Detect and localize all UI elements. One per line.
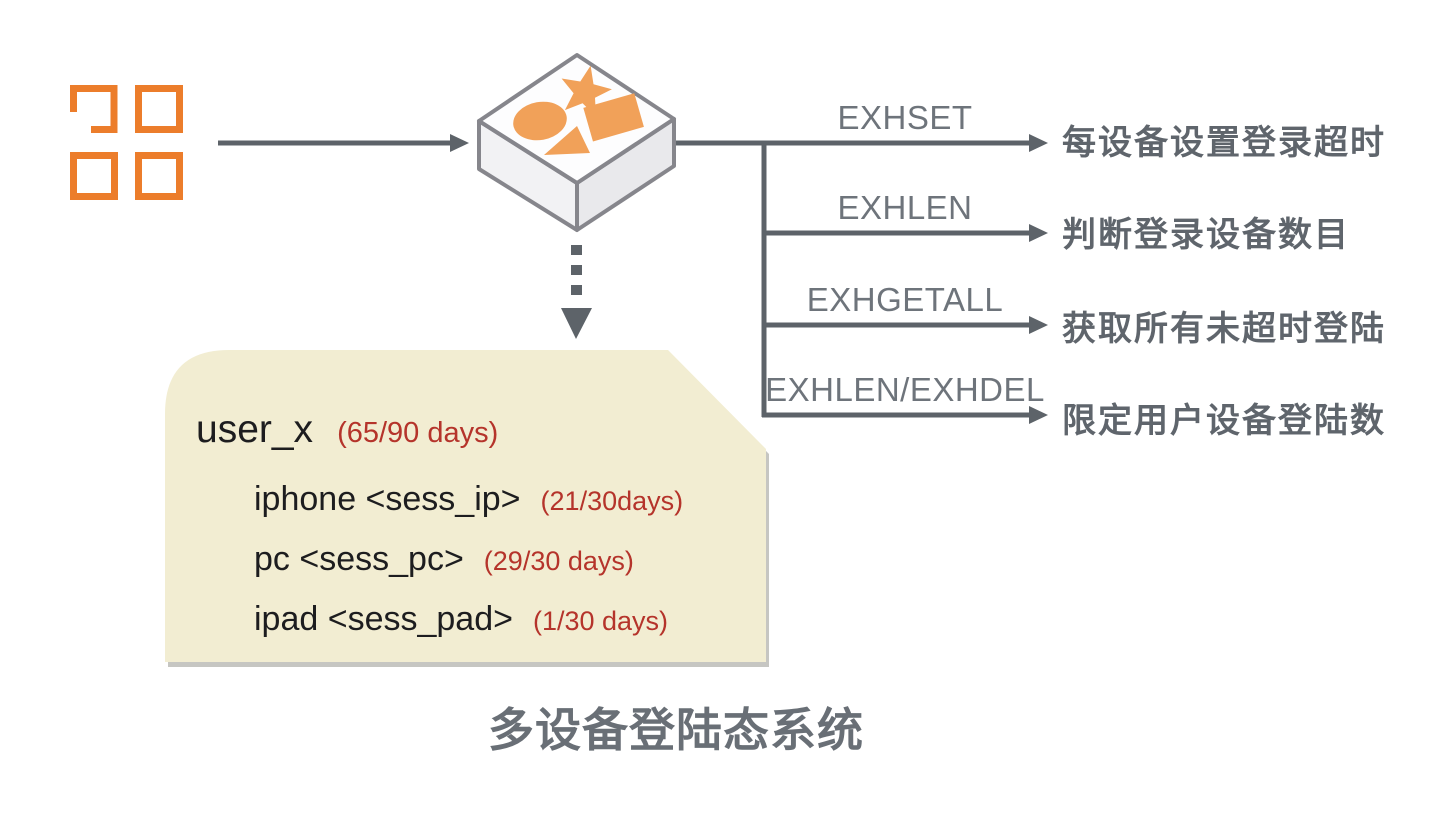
diagram-title: 多设备登陆态系统: [488, 704, 864, 756]
app-grid-icon: [70, 85, 183, 200]
note-key-line: user_x (65/90 days): [196, 408, 498, 452]
session-note: user_x (65/90 days) iphone <sess_ip> (21…: [165, 350, 766, 662]
arrow-source-to-box-icon: [218, 134, 469, 152]
dashed-arrow-icon: [561, 245, 592, 339]
hash-field: pc <sess_pc>: [254, 540, 464, 578]
branch-line-1: [676, 134, 1048, 152]
branch-description-3: 获取所有未超时登陆: [1062, 310, 1386, 348]
branch-description-4: 限定用户设备登陆数: [1062, 402, 1386, 440]
note-field-line: iphone <sess_ip> (21/30days): [254, 480, 683, 519]
hash-key-ttl: (65/90 days): [337, 417, 499, 449]
branch-command-2: EXHLEN: [837, 189, 973, 226]
module-shapes: [513, 65, 644, 155]
hash-field: iphone <sess_ip>: [254, 480, 521, 518]
branch-description-1: 每设备设置登录超时: [1062, 124, 1386, 162]
branch-command-4: EXHLEN/EXHDEL: [765, 371, 1045, 408]
redis-module-box-icon: [477, 53, 676, 232]
hash-field-ttl: (21/30days): [540, 486, 684, 516]
branch-line-2: [762, 224, 1048, 242]
branch-line-4: [762, 406, 1048, 424]
branch-line-3: [762, 316, 1048, 334]
branch-command-3: EXHGETALL: [806, 281, 1004, 318]
hash-key: user_x: [196, 408, 314, 451]
hash-field-ttl: (29/30 days): [483, 546, 634, 576]
note-field-line: pc <sess_pc> (29/30 days): [254, 540, 634, 579]
branch-description-2: 判断登录设备数目: [1062, 216, 1350, 254]
branch-command-1: EXHSET: [837, 99, 973, 136]
note-field-line: ipad <sess_pad> (1/30 days): [254, 600, 668, 639]
hash-field-ttl: (1/30 days): [532, 606, 669, 636]
hash-field: ipad <sess_pad>: [254, 600, 513, 638]
